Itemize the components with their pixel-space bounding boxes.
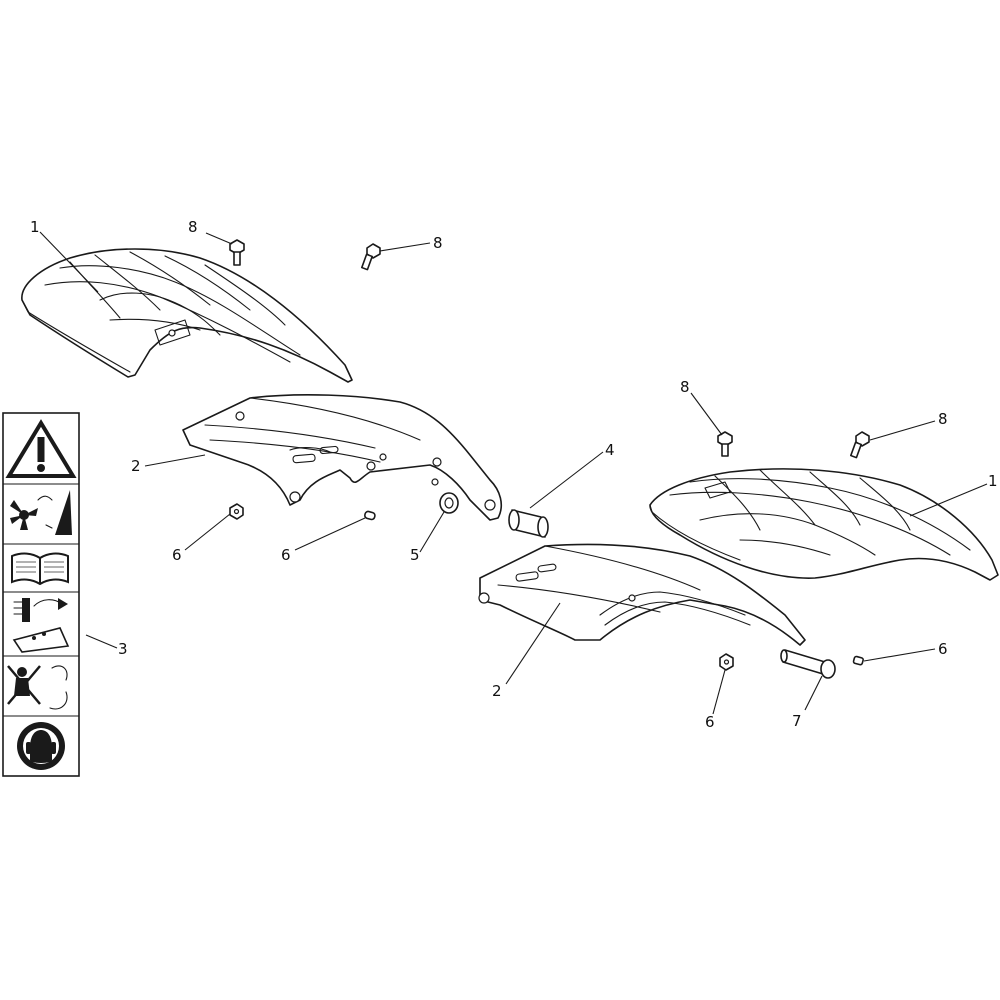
axle-pin-part: [780, 649, 836, 679]
callout-6-mid: 6: [281, 546, 291, 564]
cover-part-left: [21, 248, 353, 383]
callout-1-left: 1: [30, 218, 40, 236]
callout-labels: 1 8 8 2 3 4 5 6 6 8 8 1 2 6 7 6: [30, 218, 998, 731]
bolt-part-2: [360, 243, 381, 271]
safety-decal-strip: [2, 412, 80, 777]
bolt-part-3: [717, 431, 733, 457]
callout-6-right: 6: [938, 640, 948, 658]
no-children-icon: [7, 665, 68, 710]
callout-8-right-b: 8: [938, 410, 948, 428]
cover-part-right: [649, 468, 999, 581]
warning-triangle-icon: [5, 419, 77, 478]
bolt-part-1: [229, 239, 245, 266]
rotating-blade-hand-icon: [10, 490, 72, 535]
callout-8-top-left: 8: [188, 218, 198, 236]
callout-1-right: 1: [988, 472, 998, 490]
debris-thrown-icon: [12, 598, 70, 653]
pin-part-mid: [364, 510, 376, 521]
callout-6-lower: 6: [705, 713, 715, 731]
pin-part-right: [852, 655, 864, 666]
nut-part-left: [229, 503, 244, 520]
spacer-tube-part: [508, 509, 549, 538]
callout-3: 3: [118, 640, 128, 658]
bolt-part-4: [849, 431, 870, 459]
leader-lines: [39, 231, 988, 715]
bracket-part-upper: [182, 393, 502, 521]
callout-2-lower: 2: [492, 682, 502, 700]
hearing-protection-icon: [17, 722, 65, 770]
callout-5: 5: [410, 546, 420, 564]
nut-part-lower: [719, 653, 734, 671]
callout-2-upper: 2: [131, 457, 141, 475]
callout-7: 7: [792, 712, 802, 730]
callout-6-left: 6: [172, 546, 182, 564]
open-manual-icon: [11, 552, 69, 586]
bushing-part: [439, 492, 459, 514]
callout-8-right-a: 8: [680, 378, 690, 396]
bracket-part-lower: [478, 543, 806, 646]
callout-4: 4: [605, 441, 615, 459]
callout-8-top-mid: 8: [433, 234, 443, 252]
